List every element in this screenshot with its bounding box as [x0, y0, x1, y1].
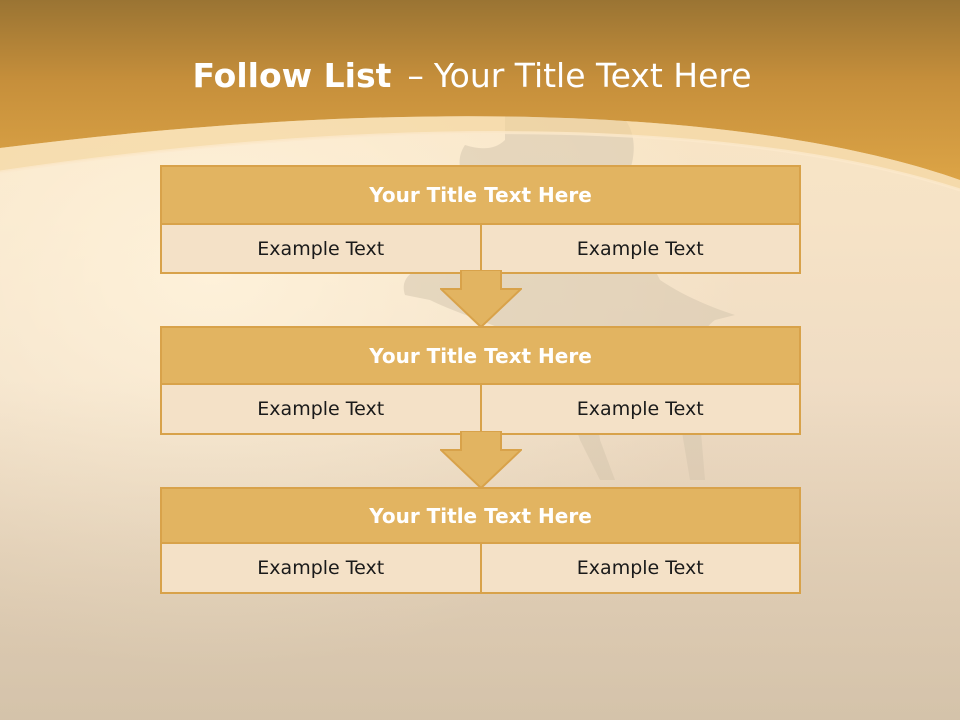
header-white-arc: [0, 131, 960, 192]
block-1-row: Example Text Example Text: [162, 225, 799, 272]
title-bold: Follow List: [192, 56, 392, 95]
down-arrow-1-icon: [440, 270, 522, 328]
block-3-title: Your Title Text Here: [162, 489, 799, 544]
block-2-title: Your Title Text Here: [162, 328, 799, 385]
block-3-cell-left: Example Text: [257, 557, 385, 579]
down-arrow-2-icon: [440, 431, 522, 489]
flow-block-3: Your Title Text Here Example Text Exampl…: [160, 487, 801, 594]
flow-block-1: Your Title Text Here Example Text Exampl…: [160, 165, 801, 274]
block-2-cell-right: Example Text: [479, 385, 800, 433]
title-rest: Your Title Text Here: [433, 56, 752, 95]
block-3-cell-right: Example Text: [479, 544, 800, 592]
block-1-cell-right: Example Text: [479, 225, 800, 272]
block-1-cell-left: Example Text: [257, 237, 385, 260]
header-band: [0, 0, 960, 180]
slide-title: Follow List–Your Title Text Here: [0, 56, 944, 96]
block-2-cell-left: Example Text: [257, 398, 385, 420]
block-3-row: Example Text Example Text: [162, 544, 799, 592]
block-2-row: Example Text Example Text: [162, 385, 799, 433]
title-dash: –: [407, 56, 424, 95]
header-light-arc: [0, 116, 960, 190]
block-1-title: Your Title Text Here: [162, 167, 799, 225]
flow-block-2: Your Title Text Here Example Text Exampl…: [160, 326, 801, 435]
